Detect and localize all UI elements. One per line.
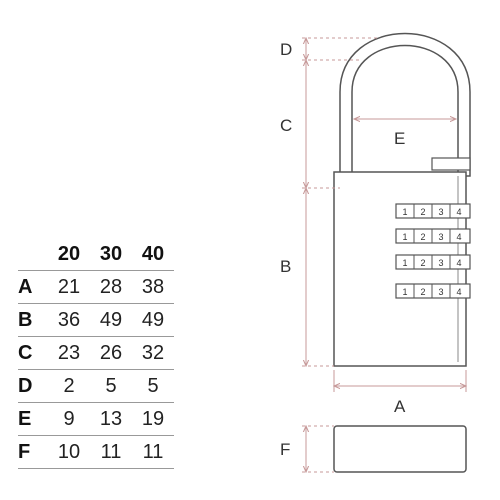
table-cell: 49 [90,303,132,337]
table-cell: 19 [132,402,174,436]
table-row: C 23 26 32 [18,336,174,370]
table-cell: 23 [48,336,90,370]
column-header: 30 [99,243,123,265]
table-row: B 36 49 49 [18,303,174,337]
dial-number: 2 [420,207,425,217]
table-row: D 2 5 5 [18,369,174,403]
row-label: D [18,369,48,403]
shackle-collar [431,157,471,171]
table-cell: 5 [132,369,174,403]
shackle-outline [339,32,471,177]
dial-number: 2 [420,287,425,297]
dial-number: 4 [456,258,461,268]
dial-number: 4 [456,287,461,297]
dial-number: 4 [456,232,461,242]
dial-number: 1 [402,232,407,242]
row-label: F [18,435,48,469]
dial-number: 1 [402,207,407,217]
dial-number: 2 [420,232,425,242]
label-a: A [394,397,406,416]
table-cell: 5 [90,369,132,403]
row-label: A [18,270,48,304]
table-cell: 13 [90,402,132,436]
label-c: C [280,116,292,135]
label-f: F [280,440,290,459]
row-label: C [18,336,48,370]
dial-row: 1 2 3 4 [395,254,471,270]
dial-number: 3 [438,207,443,217]
column-header: 20 [57,243,81,265]
table-cell: 28 [90,270,132,304]
table-row: F 10 11 11 [18,435,174,469]
table-row: A 21 28 38 [18,270,174,304]
table-cell: 26 [90,336,132,370]
table-cell: 36 [48,303,90,337]
dial-number: 4 [456,207,461,217]
row-label: E [18,402,48,436]
dial-number: 3 [438,287,443,297]
dimension-table: 20 30 40 A 21 28 38 B 36 49 49 C 23 26 3… [18,243,174,469]
dial-number: 3 [438,232,443,242]
table-cell: 2 [48,369,90,403]
table-cell: 21 [48,270,90,304]
table-cell: 38 [132,270,174,304]
dial-number: 2 [420,258,425,268]
table-cell: 10 [48,435,90,469]
table-cell: 11 [132,435,174,469]
dial-row: 1 2 3 4 [395,228,471,244]
table-cell: 11 [90,435,132,469]
dial-row: 1 2 3 4 [395,283,471,299]
dial-row: 1 2 3 4 [395,203,471,219]
table-cell: 32 [132,336,174,370]
table-cell: 9 [48,402,90,436]
lock-bottom-view [333,425,467,473]
table-row: E 9 13 19 [18,402,174,436]
table-cell: 49 [132,303,174,337]
dial-number: 3 [438,258,443,268]
dial-number: 1 [402,287,407,297]
label-e: E [394,129,405,148]
table-header-row: 20 30 40 [18,243,174,271]
dial-number: 1 [402,258,407,268]
label-d: D [280,40,292,59]
label-b: B [280,257,291,276]
column-header: 40 [141,243,165,265]
row-label: B [18,303,48,337]
